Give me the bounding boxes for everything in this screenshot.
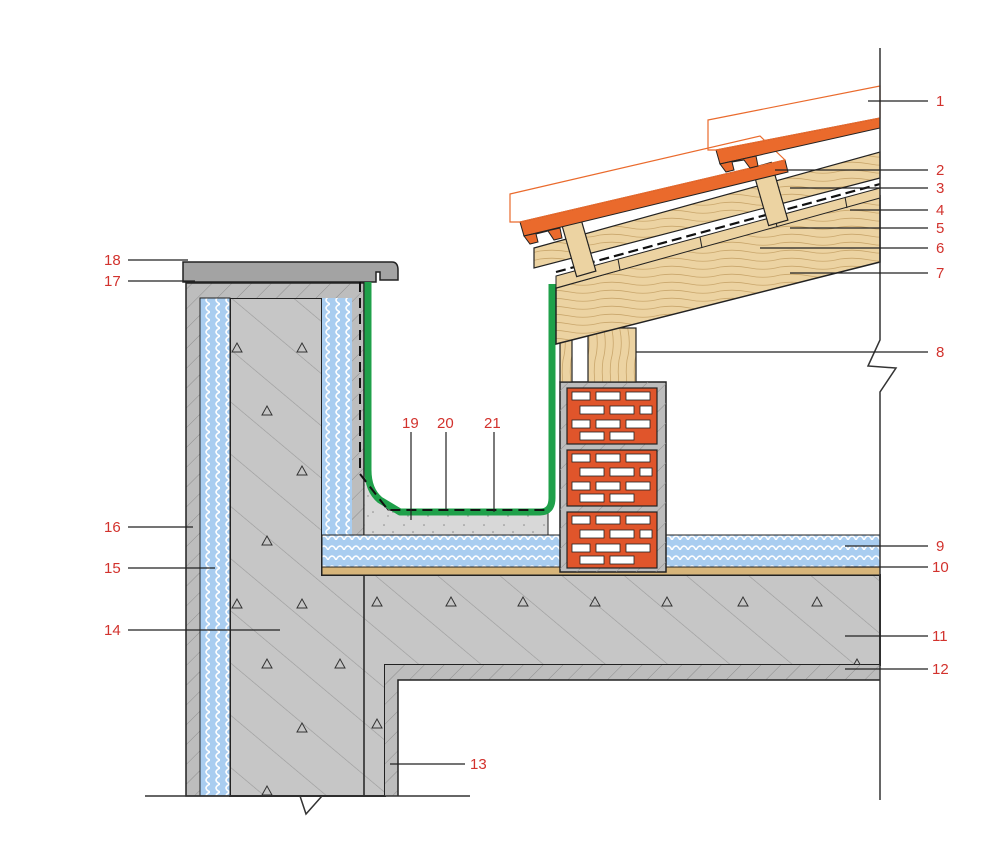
break-line (145, 48, 898, 816)
callout-9: 9 (936, 538, 944, 555)
callout-11: 11 (932, 628, 948, 645)
callout-18: 18 (104, 252, 121, 269)
callout-8: 8 (936, 344, 944, 361)
callout-15: 15 (104, 560, 121, 577)
callout-16: 16 (104, 519, 121, 536)
callout-21: 21 (484, 415, 501, 432)
callout-5: 5 (936, 220, 944, 237)
callout-13: 13 (470, 756, 487, 773)
callout-labels: 1 2 3 4 5 6 7 8 9 10 11 12 13 14 15 16 1… (104, 93, 949, 773)
callout-1: 1 (936, 93, 944, 110)
brick-wall (559, 381, 667, 573)
gutter-membrane (359, 282, 556, 516)
callout-3: 3 (936, 180, 944, 197)
callout-19: 19 (402, 415, 419, 432)
concrete-structure (229, 297, 881, 797)
callout-14: 14 (104, 622, 121, 639)
roof-tiles (509, 85, 881, 245)
callout-2: 2 (936, 162, 944, 179)
callout-6: 6 (936, 240, 944, 257)
callout-17: 17 (104, 273, 121, 290)
callout-20: 20 (437, 415, 454, 432)
callout-7: 7 (936, 265, 944, 282)
callout-12: 12 (932, 661, 949, 678)
leader-lines (128, 100, 928, 765)
callout-4: 4 (936, 202, 944, 219)
callout-10: 10 (932, 559, 949, 576)
